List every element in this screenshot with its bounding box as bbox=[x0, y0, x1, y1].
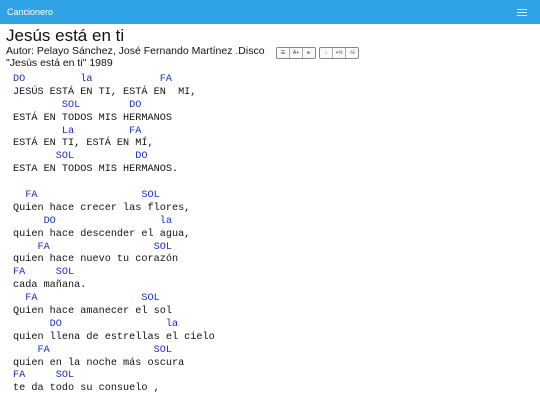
blank-line bbox=[13, 177, 215, 190]
song-meta: Autor: Pelayo Sánchez, José Fernando Mar… bbox=[6, 45, 276, 69]
chord-line: FA SOL bbox=[13, 293, 160, 305]
lyric-line: ESTÁ EN TODOS MIS HERMANOS bbox=[13, 112, 172, 124]
view-controls: ☰ A+ a- bbox=[276, 47, 316, 59]
font-decrease-button[interactable]: a- bbox=[303, 48, 315, 58]
chord-line: La FA bbox=[13, 125, 142, 137]
app-header: Cancionero bbox=[0, 0, 540, 24]
lyric-line: quien hace nuevo tu corazón bbox=[13, 254, 179, 266]
app-title[interactable]: Cancionero bbox=[7, 7, 54, 17]
chord-line: DO la bbox=[13, 215, 172, 227]
lyric-line: Quien hace crecer las flores, bbox=[13, 202, 191, 214]
lyric-line: quien hace descender el agua, bbox=[13, 228, 191, 240]
lyric-line: ESTÁ EN TI, ESTÁ EN MÍ, bbox=[13, 138, 154, 150]
chord-line: DO la FA bbox=[13, 74, 172, 85]
lyric-line: JESÚS ESTÁ EN TI, ESTÁ EN MI, bbox=[13, 86, 197, 98]
transpose-up-button[interactable]: +½ bbox=[333, 48, 346, 58]
hamburger-menu-icon[interactable] bbox=[515, 5, 529, 19]
lyric-line: ESTA EN TODOS MIS HERMANOS. bbox=[13, 164, 179, 176]
chord-line: FA SOL bbox=[13, 190, 160, 202]
chord-line: FA SOL bbox=[13, 241, 172, 253]
font-increase-button[interactable]: A+ bbox=[290, 48, 303, 58]
song-author: Autor: Pelayo Sánchez, José Fernando Mar… bbox=[6, 45, 265, 57]
chord-line: FA SOL bbox=[13, 344, 172, 356]
lyric-line: cada mañana. bbox=[13, 280, 87, 292]
song-controls: ☰ A+ a- ↓ +½ -½ bbox=[276, 47, 359, 59]
transpose-down-button[interactable]: -½ bbox=[346, 48, 358, 58]
transpose-reset-button[interactable]: ↓ bbox=[320, 48, 333, 58]
chord-line: FA SOL bbox=[13, 267, 75, 279]
transpose-controls: ↓ +½ -½ bbox=[319, 47, 359, 59]
toggle-chords-button[interactable]: ☰ bbox=[277, 48, 290, 58]
lyric-line: quien en la noche más oscura bbox=[13, 357, 185, 369]
lyric-line: te da todo su consuelo , bbox=[13, 383, 160, 395]
chord-line: DO la bbox=[13, 318, 179, 330]
chord-line: SOL DO bbox=[13, 99, 142, 111]
song-title: Jesús está en ti bbox=[6, 26, 125, 45]
chord-line: FA SOL bbox=[13, 370, 75, 382]
lyric-line: Quien hace amanecer el sol bbox=[13, 306, 172, 318]
song-album: "Jesús está en ti" 1989 bbox=[6, 57, 113, 69]
lyric-line: quien llena de estrellas el cielo bbox=[13, 331, 215, 343]
chord-line: SOL DO bbox=[13, 151, 148, 163]
